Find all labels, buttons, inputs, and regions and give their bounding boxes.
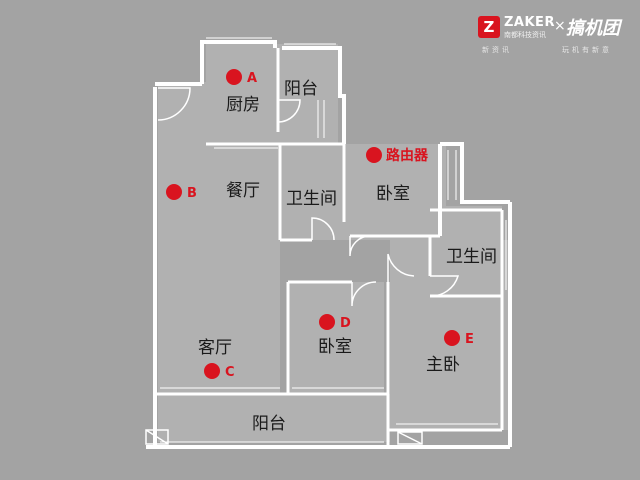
marker-label-router: 路由器 (386, 147, 429, 164)
door-swings (157, 87, 460, 307)
partner-logo: 搞机团 (566, 18, 620, 39)
room-label-dining: 餐厅 (226, 181, 260, 201)
location-markers: A 路由器 B D E C (166, 69, 474, 380)
marker-dot-router (366, 147, 382, 163)
brand-sub: 南都科技资讯 (504, 31, 546, 39)
wall-balcony-top (282, 46, 346, 144)
marker-dot-e (444, 330, 460, 346)
room-label-bathroom-b: 卫生间 (446, 247, 497, 267)
room-label-kitchen: 厨房 (226, 95, 260, 115)
marker-dot-a (226, 69, 242, 85)
room-label-master: 主卧 (426, 355, 460, 375)
exterior-walls (146, 40, 512, 449)
room-label-balcony-small: 阳台 (284, 79, 318, 99)
room-label-bathroom-a: 卫生间 (286, 189, 337, 209)
brand-slogan-a: 新资讯 (482, 46, 512, 54)
marker-dot-b (166, 184, 182, 200)
floor-fill (158, 44, 510, 442)
brand-slogan-b: 玩机有新意 (562, 46, 612, 54)
room-labels: 厨房 阳台 餐厅 卫生间 卧室 卫生间 客厅 卧室 主卧 阳台 (198, 79, 497, 434)
brand-separator: × (554, 18, 566, 34)
interior-walls (155, 48, 504, 447)
marker-label-b: B (187, 186, 197, 201)
wall-kitchen-top (200, 40, 277, 84)
marker-label-e: E (465, 332, 474, 347)
brand-name: ZAKER (504, 15, 555, 30)
room-label-bedroom-a: 卧室 (376, 184, 410, 204)
marker-dot-c (204, 363, 220, 379)
room-label-living: 客厅 (198, 338, 232, 358)
room-label-bedroom-b: 卧室 (318, 337, 352, 357)
wall-upper-right (440, 142, 510, 204)
marker-label-a: A (247, 71, 257, 86)
marker-label-c: C (225, 365, 235, 380)
room-label-balcony-main: 阳台 (252, 414, 286, 434)
windows (160, 37, 507, 443)
brand-watermark: Z ZAKER 南都科技资讯 × 搞机团 新资讯 玩机有新意 (478, 14, 628, 58)
marker-dot-d (319, 314, 335, 330)
marker-label-d: D (340, 316, 351, 331)
zaker-logo-icon: Z (478, 16, 500, 38)
balcony-fixtures (145, 429, 423, 445)
